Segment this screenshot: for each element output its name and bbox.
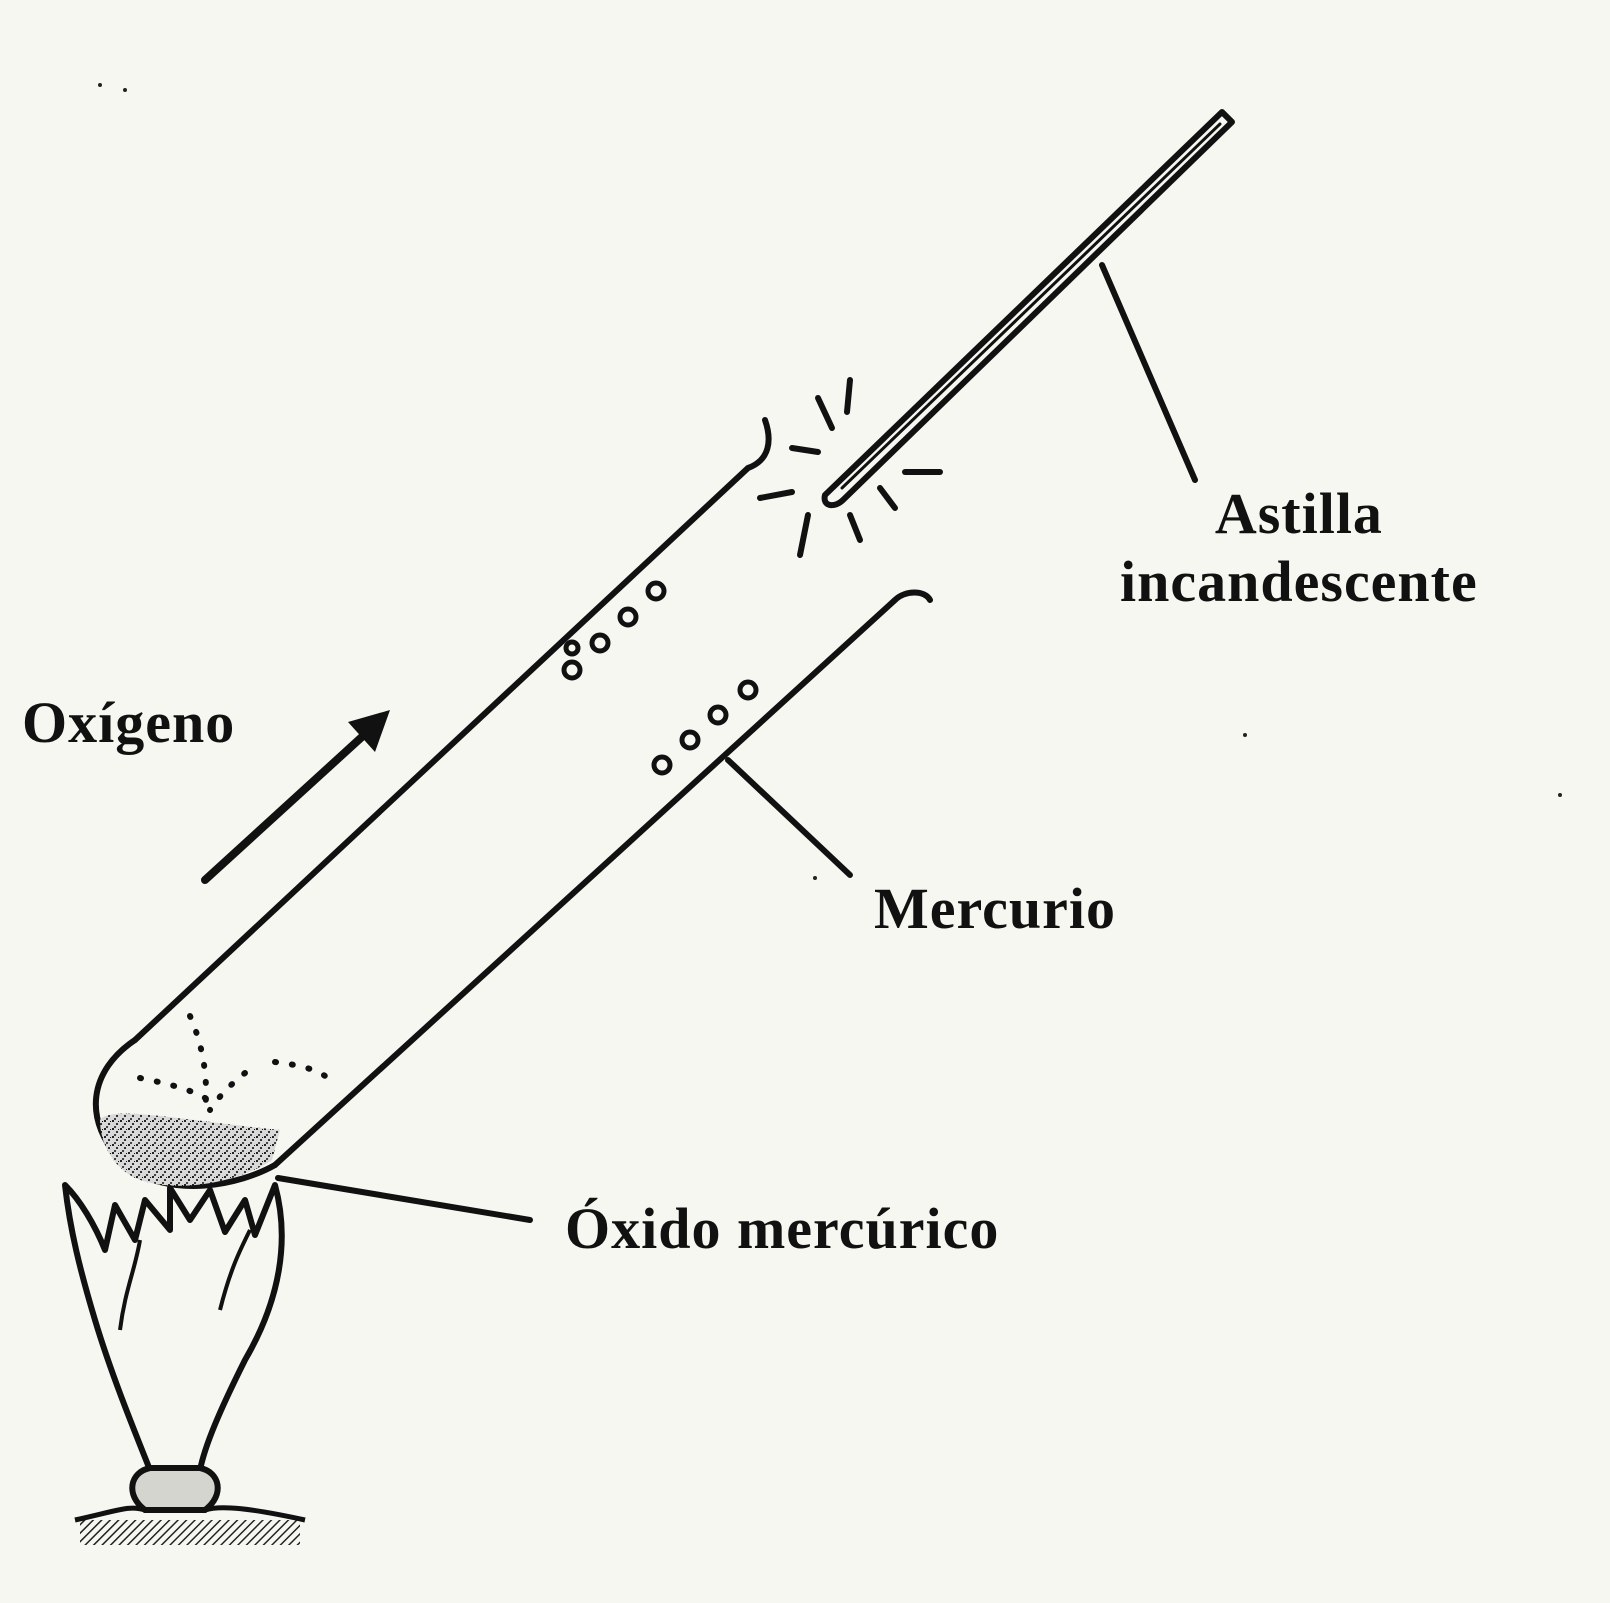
leader-lines: [275, 262, 1198, 1223]
flame-inner: [118, 1229, 252, 1331]
splint-leader-line: [1099, 262, 1198, 483]
mercury-label: Mercurio: [874, 876, 1117, 941]
test-tube-lower-wall: [272, 589, 933, 1168]
burner: [74, 1465, 306, 1545]
dotted-vapor-lines: [137, 1013, 333, 1113]
glowing-splint: [821, 109, 1235, 509]
glowing-splint-label: Astilla incandescente: [1120, 480, 1478, 617]
mercuric-oxide-label: Óxido mercúrico: [565, 1196, 1000, 1261]
oxide-leader-line: [275, 1175, 533, 1223]
oxygen-arrow: [201, 710, 390, 884]
glowing-splint-label-line2: incandescente: [1120, 549, 1478, 615]
paper-specks: [98, 83, 1562, 880]
flame: [62, 1182, 285, 1473]
test-tube-upper-wall: [132, 417, 772, 1043]
mercuric-oxide-powder: [100, 1113, 280, 1186]
mercury-droplets-upper: [561, 580, 667, 681]
arrow-head-icon: [348, 710, 390, 752]
glow-rays: [757, 377, 943, 558]
glowing-splint-label-line1: Astilla: [1214, 481, 1383, 546]
oxygen-label: Oxígeno: [22, 690, 236, 755]
mercury-droplets-lower: [651, 679, 759, 776]
mercury-leader-line: [725, 757, 853, 878]
